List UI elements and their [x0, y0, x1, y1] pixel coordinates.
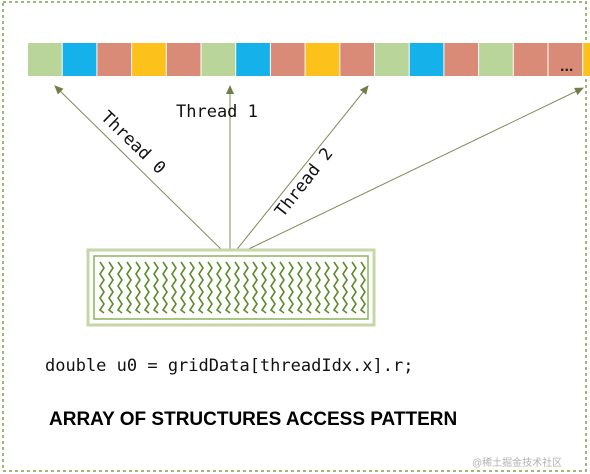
- texture-stroke: [125, 261, 132, 314]
- array-cell: [409, 43, 444, 76]
- texture-stroke: [179, 261, 186, 314]
- texture-stroke: [161, 261, 168, 314]
- watermark: @稀土掘金技术社区: [472, 456, 562, 469]
- array-strip: [28, 43, 590, 76]
- texture-stroke: [323, 261, 330, 314]
- array-cell: [97, 43, 132, 76]
- texture-stroke: [224, 261, 231, 314]
- array-cell: [479, 43, 513, 76]
- array-cell: [166, 43, 201, 76]
- texture-stroke: [188, 261, 195, 314]
- array-cell: [236, 43, 270, 76]
- texture-stroke: [197, 261, 204, 314]
- array-cell: [583, 43, 590, 76]
- label-thread-0: Thread 0: [97, 107, 170, 178]
- texture-stroke: [233, 261, 240, 314]
- texture-stroke: [260, 261, 267, 314]
- texture-stroke: [305, 261, 312, 314]
- texture-stroke: [278, 261, 285, 314]
- texture-stroke: [314, 261, 321, 314]
- texture-stroke: [296, 261, 303, 314]
- texture-stroke: [152, 261, 159, 314]
- texture-stroke: [107, 261, 114, 314]
- texture-stroke: [287, 261, 294, 314]
- diagram-caption: ARRAY OF STRUCTURES ACCESS PATTERN: [49, 409, 457, 430]
- array-cell: [548, 43, 583, 76]
- code-line: double u0 = gridData[threadIdx.x].r;: [45, 356, 413, 376]
- array-ellipsis: ...: [560, 58, 573, 75]
- array-cell: [305, 43, 340, 76]
- array-cell: [340, 43, 374, 76]
- texture-stroke: [251, 261, 258, 314]
- label-thread-2: Thread 2: [271, 144, 337, 221]
- label-thread-1: Thread 1: [176, 102, 258, 122]
- texture-stroke: [350, 261, 357, 314]
- array-cell: [375, 43, 409, 76]
- structure-texture: [98, 261, 366, 314]
- texture-stroke: [206, 261, 213, 314]
- arrow-thread-2: [229, 85, 369, 259]
- texture-stroke: [242, 261, 249, 314]
- array-cell: [132, 43, 166, 76]
- array-cell: [62, 43, 97, 76]
- texture-stroke: [215, 261, 222, 314]
- texture-stroke: [143, 261, 150, 314]
- texture-stroke: [116, 261, 123, 314]
- arrow-thread-0: [54, 85, 231, 259]
- texture-stroke: [134, 261, 141, 314]
- texture-stroke: [269, 261, 276, 314]
- array-cell: [513, 43, 548, 76]
- array-cell: [270, 43, 305, 76]
- array-cell: [201, 43, 236, 76]
- texture-stroke: [341, 261, 348, 314]
- texture-stroke: [359, 261, 366, 314]
- arrow-thread-n: [229, 87, 584, 259]
- array-cell: [28, 43, 62, 76]
- texture-stroke: [332, 261, 339, 314]
- texture-stroke: [170, 261, 177, 314]
- array-cell: [444, 43, 479, 76]
- texture-stroke: [98, 261, 105, 314]
